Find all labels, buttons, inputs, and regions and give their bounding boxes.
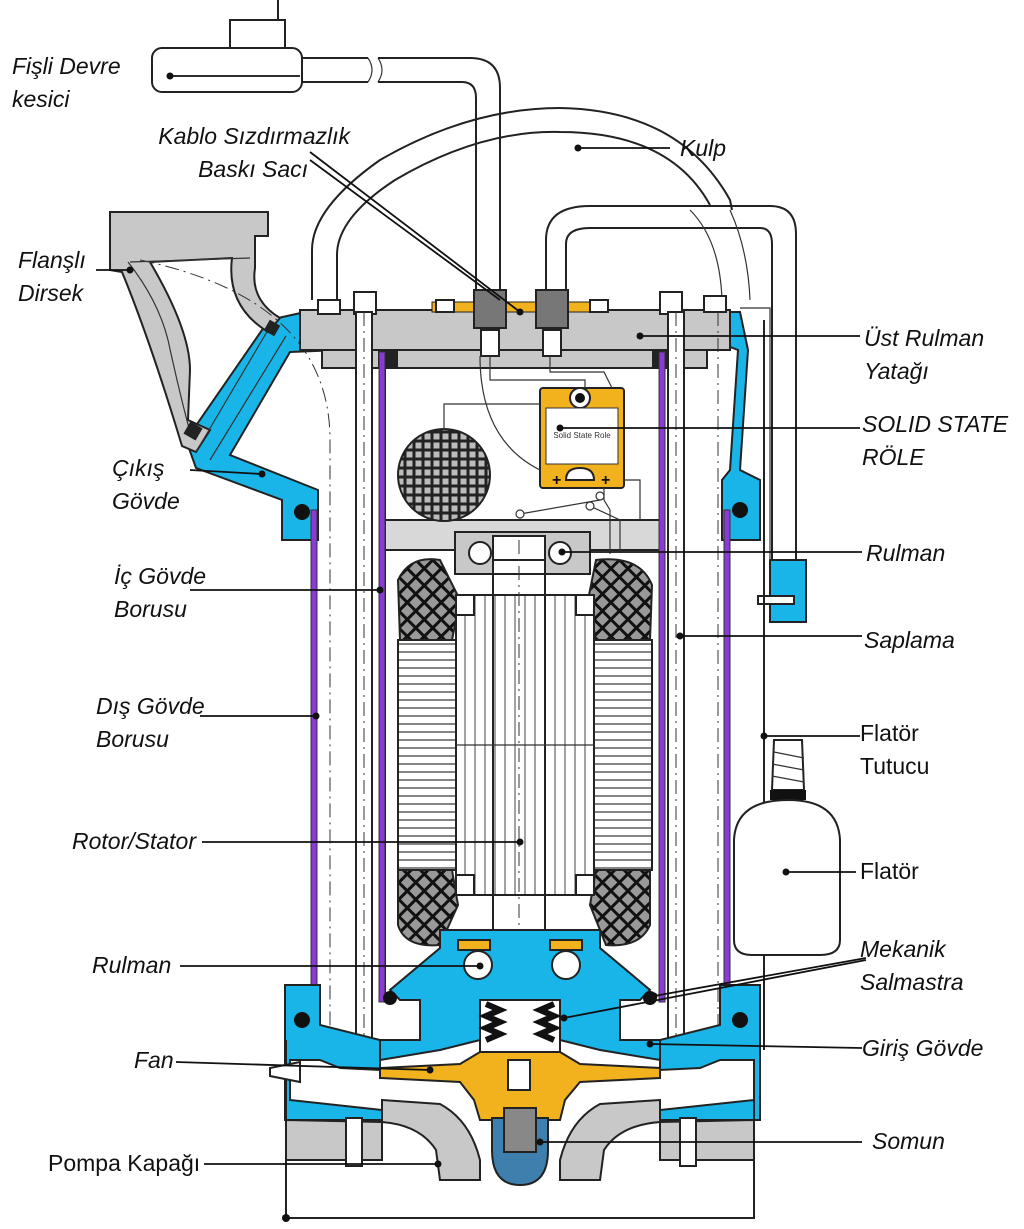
handle bbox=[311, 106, 797, 560]
callout-leaders bbox=[96, 72, 867, 1222]
svg-text:+: + bbox=[552, 472, 561, 489]
solid-state-relay: Solid State Role + + bbox=[539, 387, 625, 489]
mesh-filter bbox=[397, 428, 491, 522]
label-somun: Somun bbox=[872, 1128, 945, 1154]
label-fan: Fan bbox=[134, 1047, 174, 1073]
label-giris-govde: Giriş Gövde bbox=[862, 1035, 984, 1061]
svg-text:+: + bbox=[601, 472, 610, 489]
label-pompa-kapagi: Pompa Kapağı bbox=[48, 1150, 201, 1176]
stator-laminations bbox=[397, 639, 653, 871]
label-kulp: Kulp bbox=[680, 135, 727, 161]
wiring bbox=[443, 355, 641, 554]
float-switch bbox=[733, 739, 841, 956]
label-rulman-top: Rulman bbox=[866, 540, 946, 566]
label-flator: Flatör bbox=[860, 858, 919, 884]
label-rulman-bottom: Rulman bbox=[92, 952, 172, 978]
label-rotor-stator: Rotor/Stator bbox=[72, 828, 196, 854]
label-saplama: Saplama bbox=[864, 627, 955, 653]
flanged-elbow bbox=[109, 211, 331, 1060]
fan-impeller bbox=[379, 1051, 661, 1121]
rotor bbox=[455, 540, 595, 1150]
relay-label: Solid State Role bbox=[553, 431, 611, 440]
inlet-housing bbox=[284, 929, 761, 1121]
stator-windings bbox=[396, 558, 654, 947]
nut bbox=[491, 1107, 549, 1187]
pump-cover bbox=[269, 1040, 755, 1219]
circuit-breaker-plug bbox=[151, 0, 501, 300]
